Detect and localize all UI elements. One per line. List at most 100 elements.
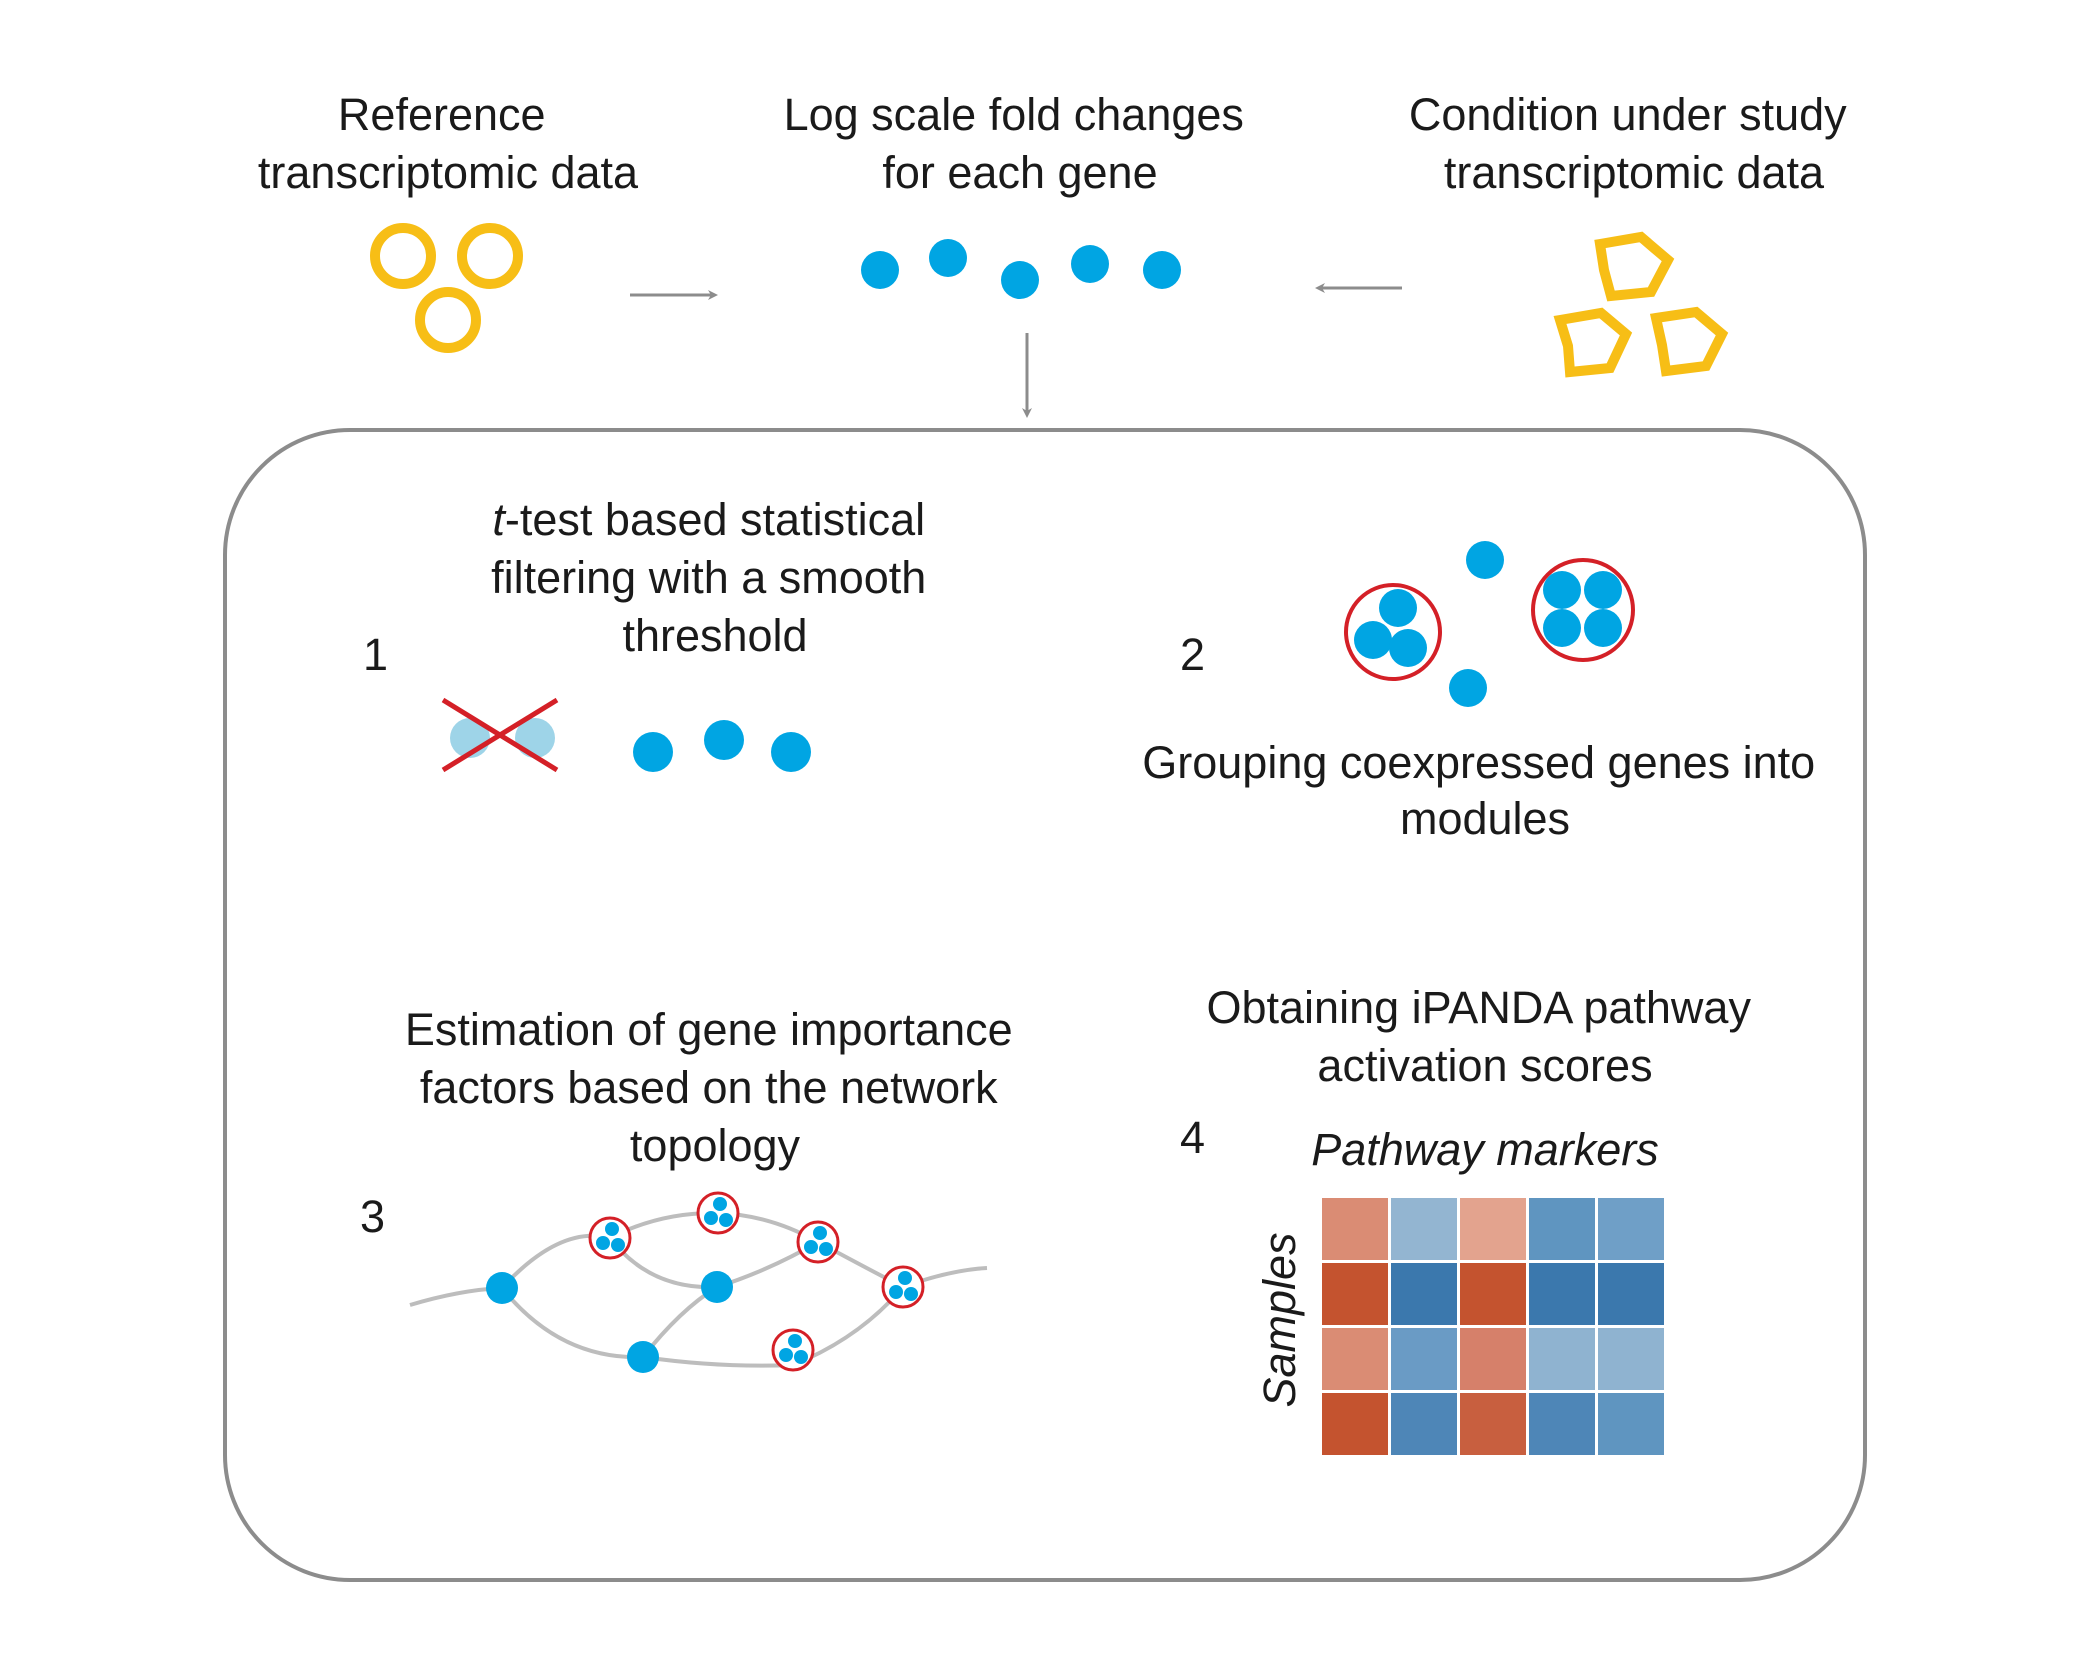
gene-modules	[1344, 541, 1635, 707]
passed-genes	[633, 720, 811, 772]
step-1-label-line1-rest: -test based statistical	[505, 494, 925, 545]
gene-dot	[1584, 609, 1622, 647]
fold-change-genes	[861, 239, 1181, 299]
gene-dot	[788, 1334, 802, 1348]
step-2-label: Grouping coexpressed genes into modules	[1142, 737, 1827, 844]
condition-sample-shape	[1553, 307, 1633, 378]
heatmap-cell	[1460, 1198, 1526, 1260]
network-nodes	[486, 1191, 925, 1373]
condition-samples-icon	[1553, 231, 1729, 378]
heatmap-x-label: Pathway markers	[1311, 1124, 1659, 1175]
cross-out-icon	[441, 697, 559, 773]
gene-dot	[1543, 609, 1581, 647]
fold-changes-label-line2: for each gene	[882, 147, 1157, 198]
heatmap-y-label: Samples	[1254, 1232, 1305, 1407]
reference-label-line1: Reference	[338, 89, 546, 140]
heatmap-cell	[1460, 1393, 1526, 1455]
condition-label-line1: Condition under study	[1409, 89, 1847, 140]
step-2-number: 2	[1180, 629, 1205, 680]
gene-dot	[889, 1285, 903, 1299]
gene-dot	[704, 1211, 718, 1225]
gene-dot	[929, 239, 967, 277]
module-ring	[1344, 583, 1442, 681]
gene-dot	[1143, 251, 1181, 289]
gene-dot	[627, 1341, 659, 1373]
heatmap-cell	[1391, 1328, 1457, 1390]
reference-label: Reference transcriptomic data	[258, 89, 639, 198]
module-genes	[1543, 571, 1622, 647]
gene-dot	[633, 732, 673, 772]
gene-network	[409, 1191, 988, 1373]
reference-sample-ring	[415, 287, 481, 353]
gene-dot	[861, 251, 899, 289]
heatmap-cell	[1391, 1393, 1457, 1455]
heatmap-cell	[1322, 1198, 1388, 1260]
gene-dot	[719, 1213, 733, 1227]
module-node	[796, 1220, 840, 1264]
filtered-genes	[441, 697, 559, 773]
heatmap-cell	[1391, 1198, 1457, 1260]
reference-sample-ring	[457, 223, 523, 289]
module-node	[588, 1216, 632, 1260]
step-1-label-line1: t-test based statistical	[492, 494, 925, 545]
step-3-label-line1: Estimation of gene importance	[405, 1004, 1013, 1055]
module-genes	[1354, 589, 1427, 667]
step-3-label: Estimation of gene importance factors ba…	[405, 1004, 1025, 1171]
pathway-heatmap	[1322, 1198, 1664, 1455]
gene-dot	[704, 720, 744, 760]
network-edge	[500, 1286, 644, 1360]
heatmap-cell	[1598, 1328, 1664, 1390]
heatmap-cell	[1598, 1393, 1664, 1455]
step-4-label-line1: Obtaining iPANDA pathway	[1207, 982, 1752, 1033]
gene-dot	[898, 1271, 912, 1285]
step-2-label-line1: Grouping coexpressed genes into	[1142, 737, 1815, 788]
gene-dot	[701, 1271, 733, 1303]
reference-label-line2: transcriptomic data	[258, 147, 639, 198]
gene-dot	[779, 1348, 793, 1362]
heatmap-cell	[1529, 1393, 1595, 1455]
gene-dot	[486, 1272, 518, 1304]
reference-sample-ring	[370, 223, 436, 289]
heatmap-cell	[1322, 1328, 1388, 1390]
gene-dot	[1584, 571, 1622, 609]
module-node	[771, 1328, 815, 1372]
gene-dot	[904, 1287, 918, 1301]
gene-dot	[596, 1236, 610, 1250]
step-3-label-line2: factors based on the network	[420, 1062, 998, 1113]
heatmap-cell	[1529, 1263, 1595, 1325]
heatmap-cell	[1529, 1198, 1595, 1260]
step-2-label-line2: modules	[1400, 793, 1570, 844]
condition-sample-shape	[1594, 231, 1675, 302]
heatmap-cell	[1598, 1198, 1664, 1260]
heatmap-cell	[1460, 1263, 1526, 1325]
reference-samples-icon	[370, 223, 523, 353]
gene-dot	[611, 1238, 625, 1252]
gene-dot	[1071, 245, 1109, 283]
step-1-label: t-test based statistical filtering with …	[491, 494, 939, 661]
step-4-label-line2: activation scores	[1317, 1040, 1652, 1091]
module-ring	[1531, 558, 1635, 662]
step-3-label-line3: topology	[630, 1120, 801, 1171]
gene-dot	[1354, 621, 1392, 659]
heatmap-cell	[1322, 1393, 1388, 1455]
gene-dot	[819, 1242, 833, 1256]
gene-dot	[794, 1350, 808, 1364]
heatmap-cell	[1460, 1328, 1526, 1390]
gene-dot	[1466, 541, 1504, 579]
heatmap-cell	[1529, 1328, 1595, 1390]
step-1-label-line3: threshold	[622, 610, 807, 661]
gene-dot	[1389, 629, 1427, 667]
step-3-number: 3	[360, 1191, 385, 1242]
fold-changes-label-line1: Log scale fold changes	[784, 89, 1244, 140]
gene-dot	[1379, 589, 1417, 627]
heatmap-cell	[1598, 1263, 1664, 1325]
step-4-number: 4	[1180, 1112, 1205, 1163]
gene-dot	[804, 1240, 818, 1254]
condition-label-line2: transcriptomic data	[1444, 147, 1825, 198]
gene-dot	[605, 1222, 619, 1236]
step-1-t-italic: t	[492, 494, 507, 545]
gene-dot	[813, 1226, 827, 1240]
gene-dot	[1001, 261, 1039, 299]
flow-arrows	[630, 283, 1402, 418]
